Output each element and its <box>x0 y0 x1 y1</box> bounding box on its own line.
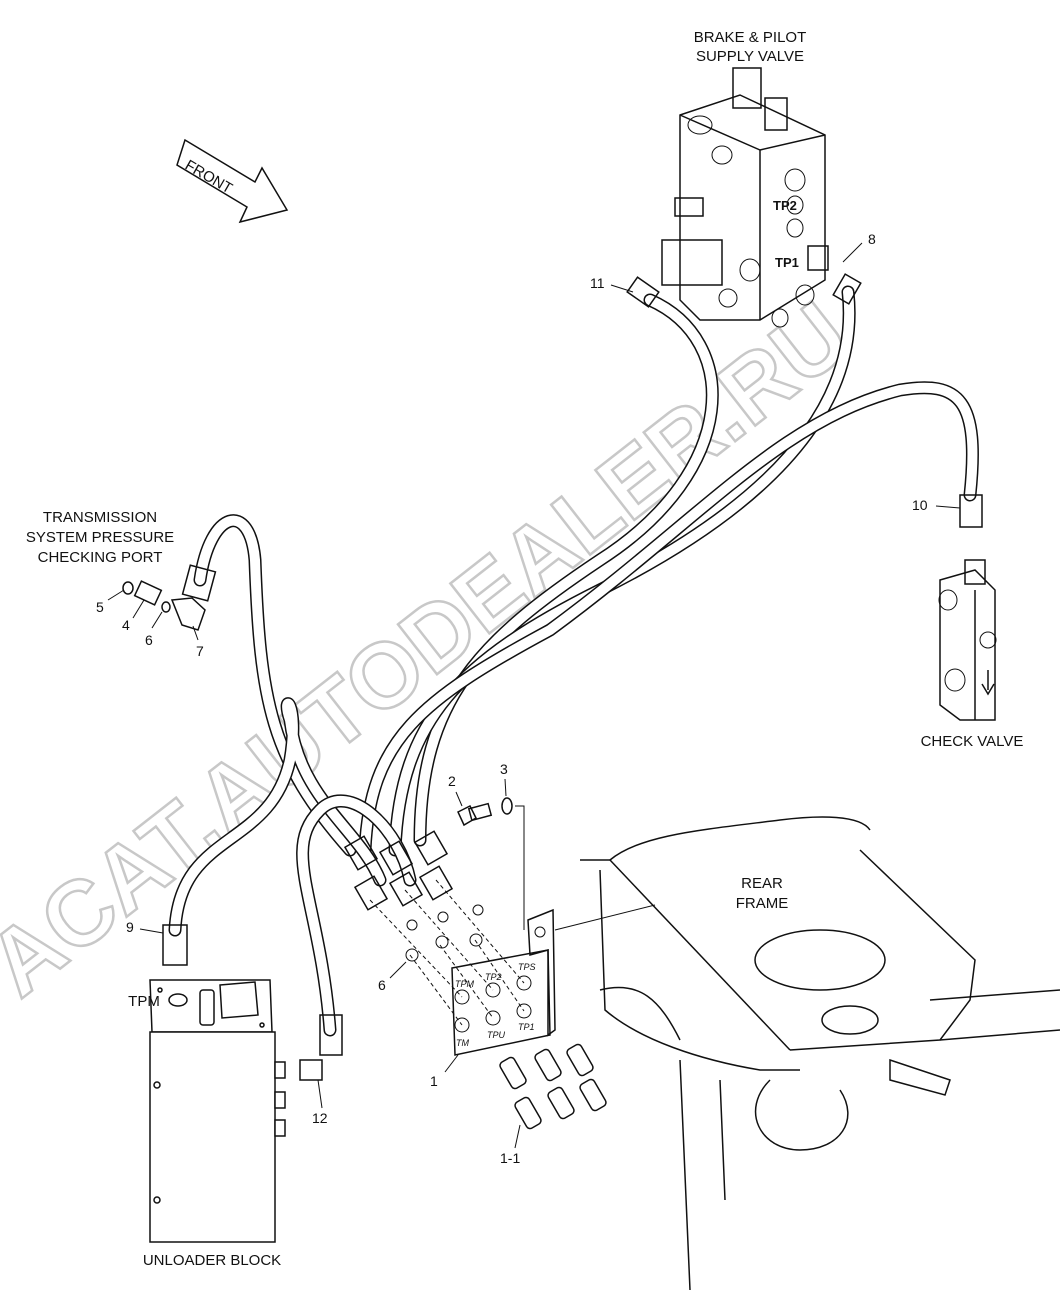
rear-frame-label-2: FRAME <box>736 895 789 912</box>
plate-port-tps: TPS <box>518 962 536 972</box>
valve-port-tp2: TP2 <box>773 198 797 213</box>
callout-6b: 6 <box>378 977 386 993</box>
transmission-port-label-2: SYSTEM PRESSURE <box>26 529 174 546</box>
callout-9: 9 <box>126 919 134 935</box>
callout-3: 3 <box>500 761 508 777</box>
transmission-port-label-3: CHECKING PORT <box>38 549 163 566</box>
callout-8: 8 <box>868 231 876 247</box>
callout-5: 5 <box>96 599 104 615</box>
rear-frame <box>554 816 1060 1291</box>
brake-pilot-supply-valve: TP2 TP1 <box>661 67 829 328</box>
brake-valve-label-2: SUPPLY VALVE <box>696 48 804 65</box>
callout-leaders <box>107 242 961 1149</box>
callout-4: 4 <box>122 617 130 633</box>
plate-port-tpm: TPM <box>455 979 475 989</box>
plate-port-tp2: TP2 <box>485 972 502 982</box>
bolt-and-washer <box>457 797 525 930</box>
rear-frame-label-1: REAR <box>741 875 783 892</box>
callout-2: 2 <box>448 773 456 789</box>
plate-port-tp1: TP1 <box>518 1022 535 1032</box>
plate-port-tpu: TPU <box>487 1030 506 1040</box>
callout-6a: 6 <box>145 632 153 648</box>
unloader-block-label: UNLOADER BLOCK <box>143 1252 281 1269</box>
tpm-label: TPM <box>128 993 160 1010</box>
callout-12: 12 <box>312 1110 328 1126</box>
hose-fittings <box>162 273 983 1056</box>
transmission-port-fittings <box>122 580 206 631</box>
check-valve-label: CHECK VALVE <box>921 733 1024 750</box>
hoses <box>168 285 979 1037</box>
callout-1: 1 <box>430 1073 438 1089</box>
plate-port-tm: TM <box>456 1038 469 1048</box>
brake-valve-label-1: BRAKE & PILOT <box>694 29 807 46</box>
callout-10: 10 <box>912 497 928 513</box>
transmission-port-label-1: TRANSMISSION <box>43 509 157 526</box>
check-valve <box>938 559 997 721</box>
front-arrow-icon: FRONT <box>176 138 289 224</box>
callout-1-1: 1-1 <box>500 1150 520 1166</box>
front-arrow-label: FRONT <box>182 157 235 198</box>
valve-port-tp1: TP1 <box>775 255 799 270</box>
callout-11: 11 <box>590 275 605 291</box>
unloader-block <box>149 979 323 1243</box>
test-couplers <box>499 1043 607 1130</box>
test-port-plate: TPM TP2 TPS TM TPU TP1 <box>369 879 556 1056</box>
callout-7-label: 7 <box>196 643 204 659</box>
